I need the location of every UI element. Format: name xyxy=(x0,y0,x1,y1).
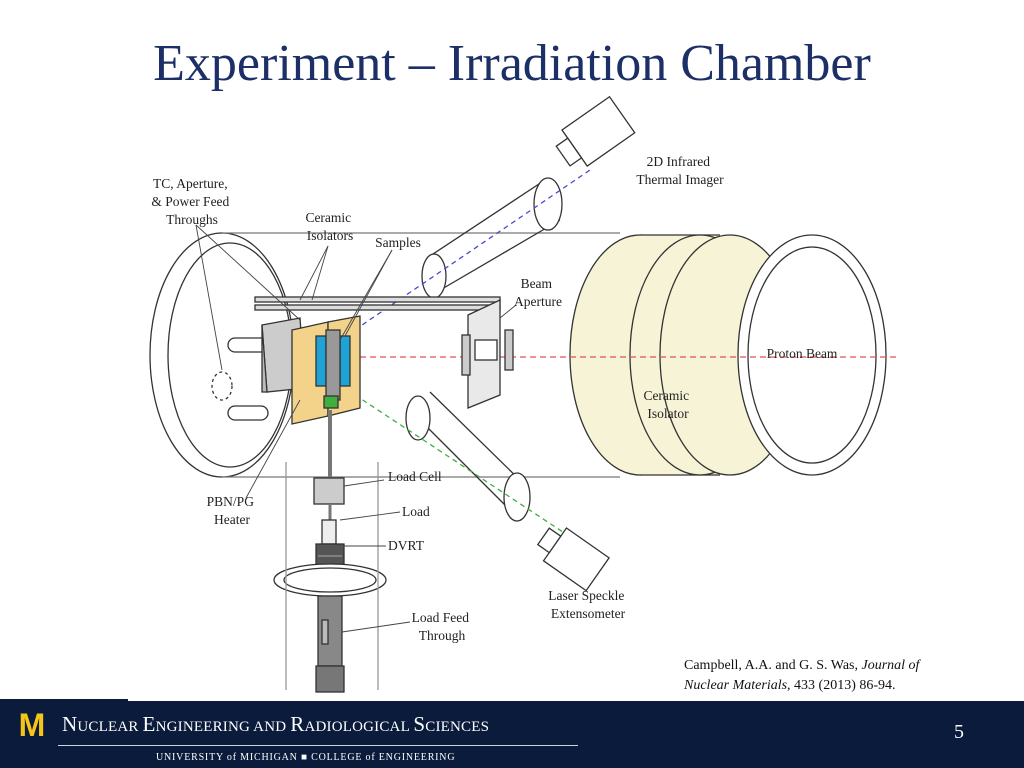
footer-divider xyxy=(58,745,578,746)
label-ceramic-isolator: Ceramic Isolator xyxy=(643,388,692,421)
label-laser: Laser Speckle Extensometer xyxy=(548,588,627,621)
sample-right xyxy=(339,335,351,387)
svg-text:M: M xyxy=(19,709,46,741)
label-load: Load xyxy=(402,504,430,519)
footer-left-gap xyxy=(0,699,128,701)
label-proton-beam: Proton Beam xyxy=(767,346,838,361)
page-number: 5 xyxy=(954,721,964,743)
label-heater: PBN/PG Heater xyxy=(207,494,258,527)
label-infrared: 2D Infrared Thermal Imager xyxy=(636,154,724,187)
university-logo-icon: M xyxy=(19,709,46,741)
infrared-sight-line xyxy=(339,169,591,341)
university-name: UNIVERSITY of MICHIGAN ■ COLLEGE of ENGI… xyxy=(156,752,456,763)
label-dvrt: DVRT xyxy=(388,538,425,553)
laser-device xyxy=(536,527,610,592)
laser-sight-line xyxy=(339,384,576,541)
department-name: NUCLEAR ENGINEERING AND RADIOLOGICAL SCI… xyxy=(62,712,490,736)
label-load-cell: Load Cell xyxy=(388,469,442,484)
slide-title: Experiment – Irradiation Chamber xyxy=(153,35,871,92)
sample-left xyxy=(315,335,327,387)
label-beam-aperture: Beam Aperture xyxy=(514,276,562,309)
label-tc: TC, Aperture, & Power Feed Throughs xyxy=(151,176,232,227)
footer-bar: M NUCLEAR ENGINEERING AND RADIOLOGICAL S… xyxy=(0,699,1024,768)
label-samples: Samples xyxy=(375,235,421,250)
label-load-feed: Load Feed Through xyxy=(412,610,473,643)
citation: Campbell, A.A. and G. S. Was, Journal of… xyxy=(684,658,920,693)
label-ceramic-isolators: Ceramic Isolators xyxy=(305,210,354,243)
footer-top-strip xyxy=(0,699,1024,701)
infrared-camera xyxy=(555,95,636,167)
load-cell xyxy=(313,477,345,505)
beam-aperture xyxy=(461,298,514,409)
